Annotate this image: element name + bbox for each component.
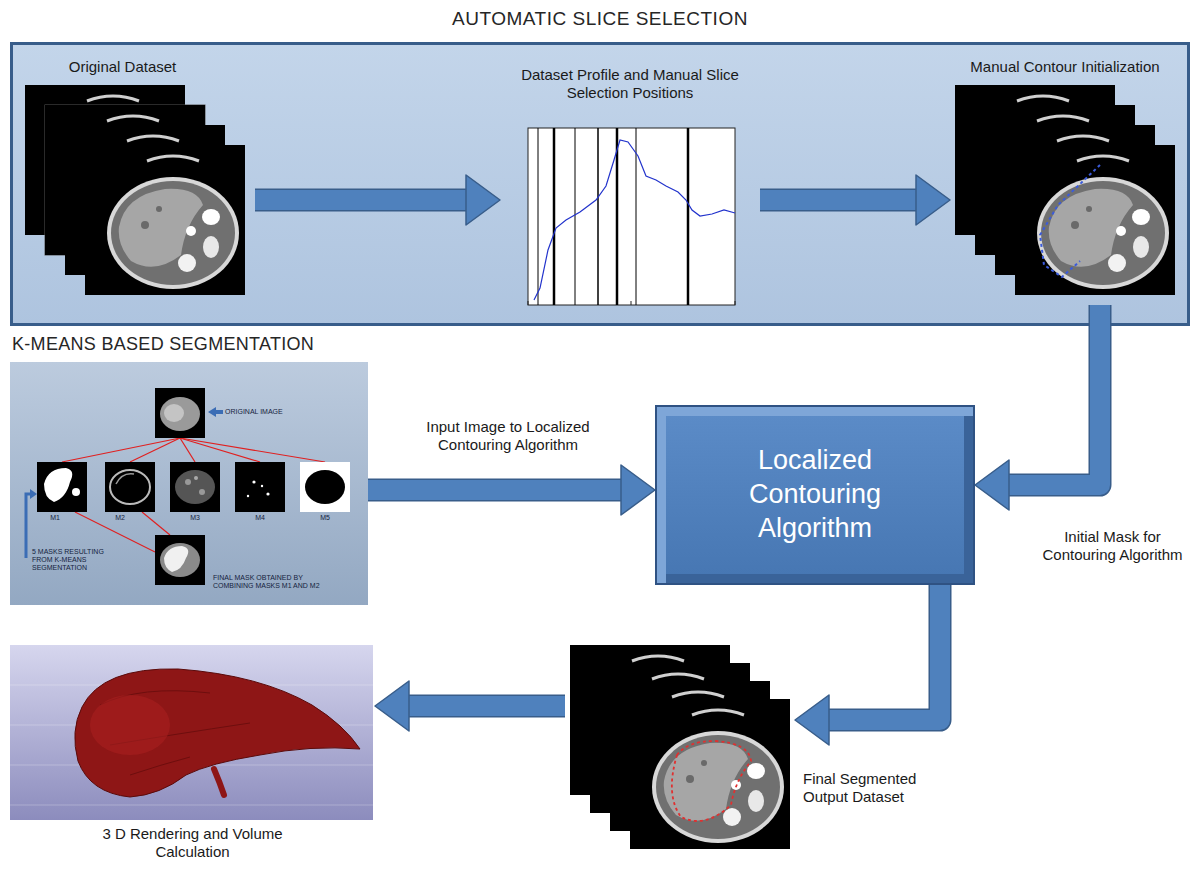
mask-label: M4: [253, 514, 267, 522]
ct-stack-segmented: [565, 645, 795, 855]
slice-lines: [538, 128, 688, 305]
node-caption: Dataset Profile and Manual Slice Selecti…: [515, 66, 745, 102]
node-caption: 3 D Rendering and Volume Calculation: [90, 825, 295, 861]
original-thumb: [155, 388, 205, 438]
block-arrow: [795, 585, 940, 745]
final-thumb: [155, 535, 205, 585]
mask-label: M3: [188, 514, 202, 522]
mask-label: M5: [318, 514, 332, 522]
band-panel: [12, 44, 1189, 325]
section-heading: AUTOMATIC SLICE SELECTION: [10, 8, 1190, 31]
mask-links: [62, 438, 325, 552]
annotation: ORIGINAL IMAGE: [225, 408, 305, 416]
edge-label: Initial Mask for Contouring Algorithm: [1035, 528, 1190, 564]
mask-thumbs: [37, 462, 350, 512]
node-caption: Manual Contour Initialization: [950, 58, 1180, 76]
ct-stack-contour: [950, 55, 1180, 305]
image-stack: Manual Contour Initialization: [950, 55, 1180, 305]
image-stack: Original Dataset: [20, 55, 255, 300]
block-arrow: [975, 305, 1100, 510]
rendering-box: 3 D Rendering and Volume Calculation: [10, 645, 375, 867]
mask-label: M2: [113, 514, 127, 522]
ct-stack: [20, 55, 255, 300]
section-heading: K-MEANS BASED SEGMENTATION: [12, 334, 372, 356]
node-caption: Original Dataset: [20, 58, 225, 76]
chart-box: Dataset Profile and Manual Slice Selecti…: [500, 60, 760, 310]
segmentation-panel: K-MEANS BASED SEGMENTATIONORIGINAL IMAGE…: [10, 362, 368, 605]
block-arrow: [255, 175, 500, 225]
liver-rendering: [10, 645, 375, 823]
section-band: AUTOMATIC SLICE SELECTION Original Datas…: [10, 42, 1190, 326]
process-box: Localized Contouring Algorithm: [655, 405, 975, 585]
block-arrow: [368, 465, 655, 515]
annotation: FINAL MASK OBTAINED BY COMBINING MASKS M…: [213, 574, 338, 590]
node-caption: Localized Contouring Algorithm: [715, 444, 915, 545]
node-caption: Final Segmented Output Dataset: [803, 770, 928, 806]
mask-label: M1: [48, 514, 62, 522]
pointer-arrows: [26, 407, 223, 558]
edge-label: Input Image to Localized Contouring Algo…: [388, 418, 628, 454]
block-arrow: [760, 175, 950, 225]
image-stack: Final Segmented Output Dataset: [565, 645, 795, 855]
annotation: 5 MASKS RESULTING FROM K-MEANS SEGMENTAT…: [32, 548, 114, 572]
block-arrow: [375, 681, 565, 731]
